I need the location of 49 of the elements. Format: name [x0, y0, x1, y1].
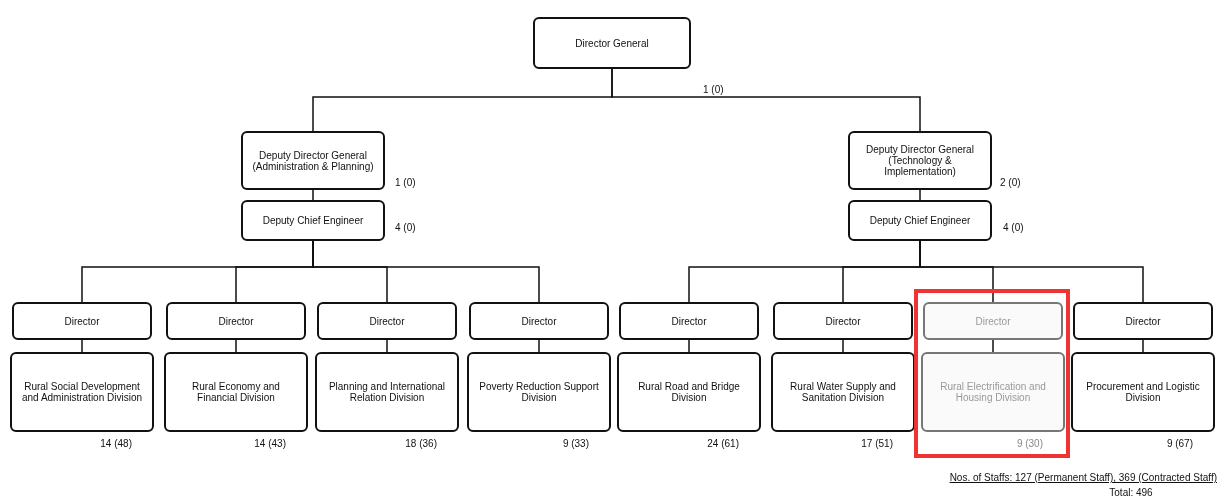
- connector-line: [1142, 339, 1144, 353]
- org-box: Rural Social Development and Administration Division: [10, 352, 154, 432]
- connector-line: [235, 339, 237, 353]
- connector-line: [312, 240, 540, 303]
- org-box: Director: [1073, 302, 1213, 340]
- org-box: Deputy Director General (Administration & Planning): [241, 131, 385, 190]
- connector-line: [611, 68, 921, 132]
- connector-line: [386, 339, 388, 353]
- staff-count: 2 (0): [1000, 177, 1021, 188]
- org-box: Rural Road and Bridge Division: [617, 352, 761, 432]
- connector-line: [842, 339, 844, 353]
- org-box: Director: [619, 302, 759, 340]
- connector-line: [312, 189, 314, 201]
- staff-count: 4 (0): [1003, 222, 1024, 233]
- org-box: Director: [12, 302, 152, 340]
- total-note: Total: 496: [1109, 487, 1153, 498]
- staff-count: 9 (30): [1016, 438, 1043, 449]
- staff-count: 17 (51): [861, 438, 893, 449]
- org-box: Director: [773, 302, 913, 340]
- connector-line: [919, 189, 921, 201]
- org-box: Director General: [533, 17, 691, 69]
- staff-note: Nos. of Staffs: 127 (Permanent Staff), 369 (Contracted Staff): [949, 472, 1217, 483]
- org-box: Director: [317, 302, 457, 340]
- connector-line: [992, 339, 994, 353]
- highlight-frame: [914, 289, 1070, 458]
- org-box: Rural Electrification and Housing Division: [921, 352, 1065, 432]
- org-box: Deputy Chief Engineer: [848, 200, 992, 241]
- staff-count: 24 (61): [707, 438, 739, 449]
- staff-count: 18 (36): [405, 438, 437, 449]
- staff-count: 14 (48): [100, 438, 132, 449]
- org-box: Deputy Director General (Technology & Implementation): [848, 131, 992, 190]
- staff-count: 1 (0): [395, 177, 416, 188]
- connector-line: [688, 339, 690, 353]
- staff-count: 14 (43): [254, 438, 286, 449]
- staff-count: 4 (0): [395, 222, 416, 233]
- org-box: Procurement and Logistic Division: [1071, 352, 1215, 432]
- org-box: Director: [166, 302, 306, 340]
- org-box: Rural Water Supply and Sanitation Division: [771, 352, 915, 432]
- staff-count: 9 (67): [1166, 438, 1193, 449]
- connector-line: [81, 339, 83, 353]
- org-box: Director: [923, 302, 1063, 340]
- org-box: Poverty Reduction Support Division: [467, 352, 611, 432]
- org-box: Director: [469, 302, 609, 340]
- org-box: Rural Economy and Financial Division: [164, 352, 308, 432]
- org-box: Deputy Chief Engineer: [241, 200, 385, 241]
- org-box: Planning and International Relation Division: [315, 352, 459, 432]
- connector-line: [538, 339, 540, 353]
- staff-count: 9 (33): [562, 438, 589, 449]
- staff-count: 1 (0): [703, 84, 724, 95]
